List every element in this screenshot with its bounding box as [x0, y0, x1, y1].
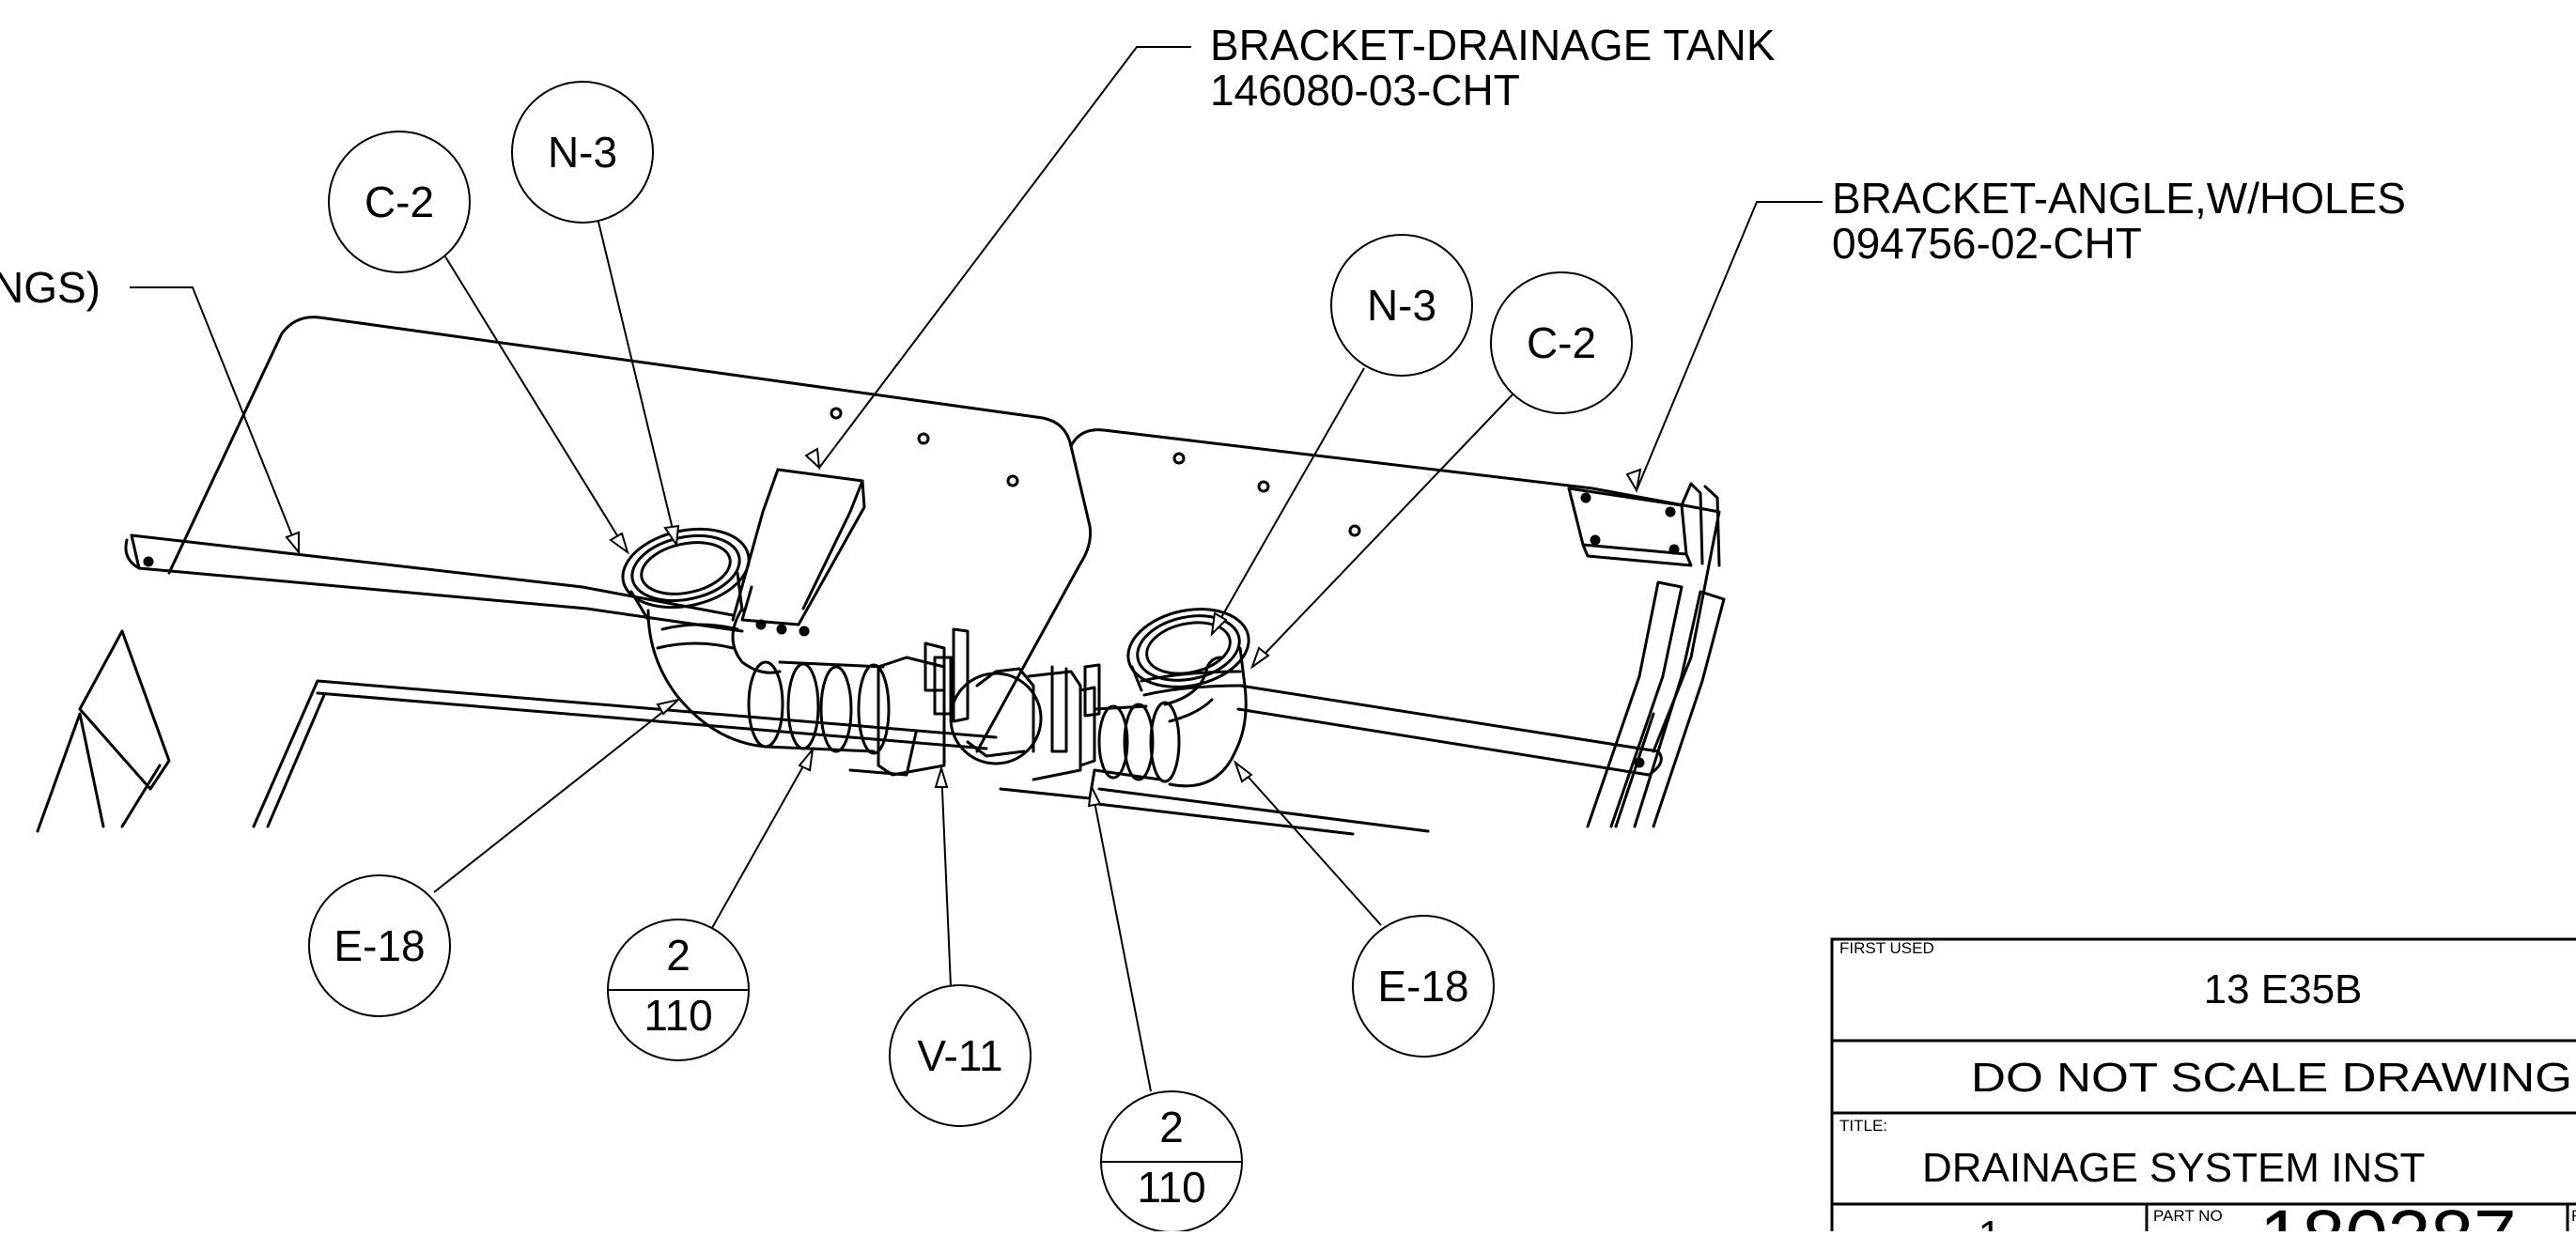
leader-e18-left	[433, 699, 679, 893]
leader-c2-right	[1251, 392, 1515, 668]
leader-n3-left	[597, 217, 677, 546]
title-value: DRAINAGE SYSTEM INST	[1922, 1145, 2425, 1191]
balloon-v11	[889, 984, 1032, 1127]
first-used-label: FIRST USED	[1839, 939, 1934, 957]
leader-arrowheads	[285, 447, 1642, 808]
balloon-n3-right-text: N-3	[1367, 281, 1436, 330]
callout-angle-bracket-part: 094756-02-CHT	[1832, 219, 2142, 268]
leader-v11	[940, 767, 952, 987]
right-square-tube	[1238, 684, 1660, 753]
balloon-e18-right	[1352, 915, 1495, 1058]
balloon-v11-text: V-11	[917, 1031, 1002, 1080]
leader-left-tube	[130, 286, 300, 553]
balloon-n3-right	[1330, 234, 1473, 377]
left-lower-frame	[252, 679, 998, 828]
first-used-value: 13 E35B	[2204, 966, 2363, 1012]
balloon-c2-right-text: C-2	[1527, 318, 1596, 367]
balloon-n3-left-text: N-3	[548, 128, 617, 177]
left-valve-clamp	[877, 656, 946, 777]
balloon-n3-left	[511, 81, 654, 224]
leader-n3-right	[1211, 367, 1365, 635]
callout-drainage-tank-part: 146080-03-CHT	[1210, 66, 1520, 115]
leader-angle-bracket	[1636, 201, 1823, 491]
left-tank-plate	[167, 316, 1092, 753]
sheet-value: 1	[1979, 1213, 2001, 1231]
title-label: TITLE:	[1839, 1117, 1887, 1135]
balloon-c2-left-text: C-2	[365, 178, 434, 226]
title-block: FIRST USED 13 E35B DO NOT SCALE DRAWING …	[1830, 937, 2576, 1236]
leader-lines	[130, 46, 1823, 1092]
left-flange	[621, 527, 751, 610]
callout-drainage-tank-name: BRACKET-DRAINAGE TANK	[1210, 21, 1776, 70]
leader-e18-right	[1234, 762, 1382, 926]
drainage-assembly-linework	[36, 316, 1726, 836]
balloon-labels: C-2 N-3 N-3 C-2 E-18 2 110 V-11 2 110 E-…	[334, 128, 1596, 1212]
balloon-split-left-bottom: 110	[644, 991, 712, 1040]
right-flange	[1126, 608, 1250, 688]
balloon-split-right-bottom: 110	[1137, 1163, 1205, 1212]
rev-label: R	[2571, 1207, 2576, 1225]
callout-labels: BRACKET-DRAINAGE TANK 146080-03-CHT BRAC…	[0, 21, 2406, 312]
leader-drainage-tank	[818, 46, 1191, 469]
right-valve-clamp	[1027, 670, 1082, 781]
left-square-tube	[130, 533, 584, 589]
valve-body	[949, 672, 1043, 765]
balloon-c2-left	[328, 131, 471, 273]
right-lower-frame	[1097, 787, 1430, 833]
balloon-c2-right	[1490, 271, 1633, 414]
balloon-e18-left	[308, 874, 451, 1017]
drainage-tank-bracket-part	[740, 468, 866, 626]
leader-split-right	[1091, 786, 1152, 1092]
do-not-scale-notice: DO NOT SCALE DRAWING	[1971, 1055, 2572, 1101]
balloon-split-left-top: 2	[666, 931, 691, 980]
leader-split-left	[711, 749, 814, 929]
balloon-circles	[308, 81, 1633, 1233]
balloon-e18-left-text: E-18	[334, 921, 425, 970]
left-upright-post	[78, 629, 171, 791]
callout-angle-bracket-name: BRACKET-ANGLE,W/HOLES	[1832, 174, 2406, 223]
part-no-value: 180387	[2259, 1195, 2517, 1231]
left-pipe	[764, 660, 885, 753]
part-no-label: PART NO	[2153, 1207, 2223, 1225]
right-upright-post	[1586, 580, 1684, 828]
left-elbow	[646, 609, 768, 749]
leader-c2-left	[442, 253, 628, 553]
balloon-e18-right-text: E-18	[1377, 962, 1468, 1011]
callout-left-partial: NGS)	[0, 263, 101, 312]
balloon-split-right-top: 2	[1159, 1103, 1184, 1151]
